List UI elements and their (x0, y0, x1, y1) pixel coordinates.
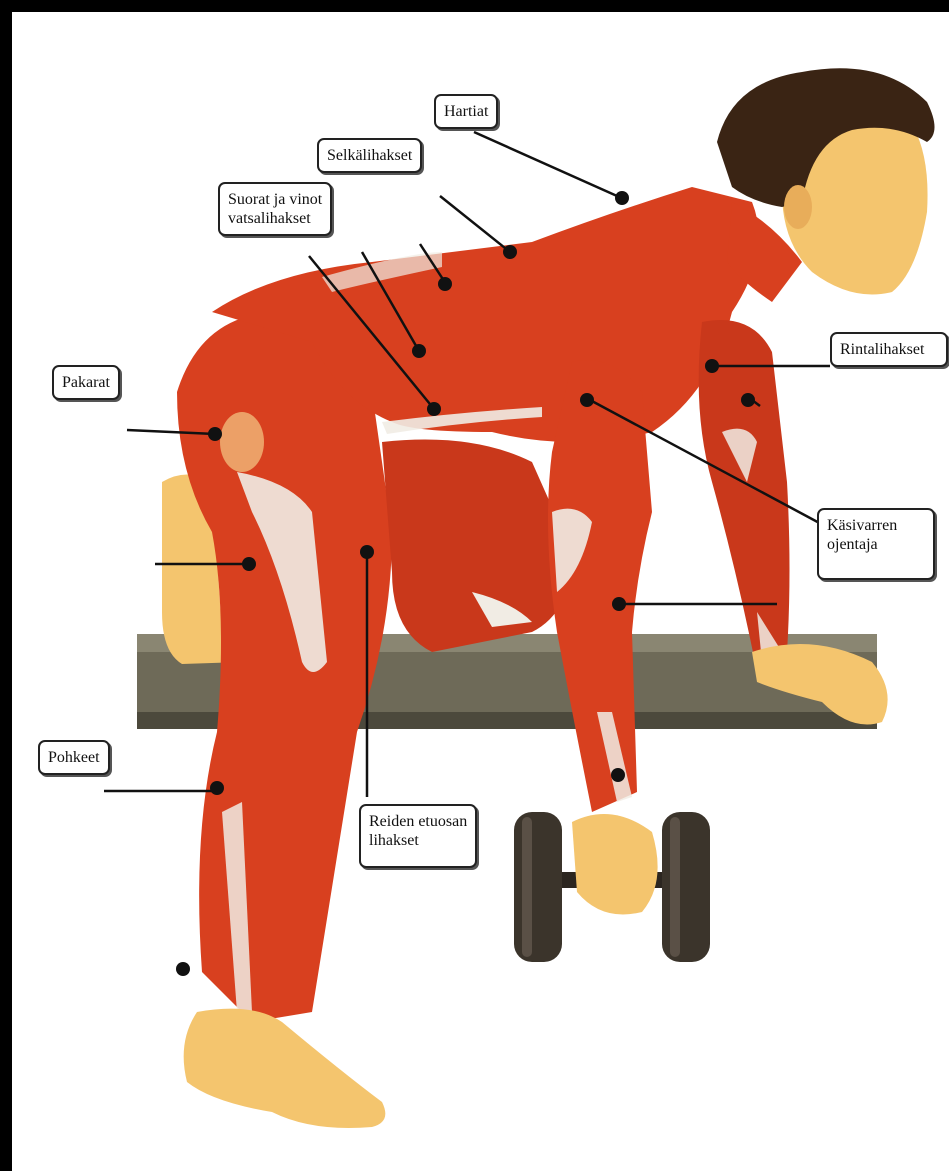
label-vatsalihakset-line2: vatsalihakset (228, 209, 322, 228)
label-hartiat-text: Hartiat (444, 102, 488, 121)
label-kasivarren-ojentaja: Käsivarren ojentaja (817, 508, 935, 580)
label-kasivarren-line2: ojentaja (827, 535, 925, 554)
diagram-canvas: Hartiat Selkälihakset Suorat ja vinot va… (12, 12, 949, 1171)
label-pakarat: Pakarat (52, 365, 120, 400)
near-fist (572, 814, 658, 915)
label-pohkeet-text: Pohkeet (48, 748, 100, 767)
label-reiden-line2: lihakset (369, 831, 467, 850)
label-selkalihakset-text: Selkälihakset (327, 146, 412, 165)
label-rintalihakset-text: Rintalihakset (840, 340, 938, 359)
label-reiden-line1: Reiden etuosan (369, 812, 467, 831)
label-vatsalihakset-line1: Suorat ja vinot (228, 190, 322, 209)
label-kasivarren-line1: Käsivarren (827, 516, 925, 535)
label-selkalihakset: Selkälihakset (317, 138, 422, 173)
front-leg (382, 440, 572, 653)
label-vatsalihakset: Suorat ja vinot vatsalihakset (218, 182, 332, 236)
label-reiden-etuosan-lihakset: Reiden etuosan lihakset (359, 804, 477, 868)
label-rintalihakset: Rintalihakset (830, 332, 948, 367)
label-pohkeet: Pohkeet (38, 740, 110, 775)
near-arm (548, 360, 652, 812)
label-hartiat: Hartiat (434, 94, 498, 129)
front-foot (184, 1009, 386, 1128)
anatomy-illustration (12, 12, 949, 1171)
label-pakarat-text: Pakarat (62, 373, 110, 392)
